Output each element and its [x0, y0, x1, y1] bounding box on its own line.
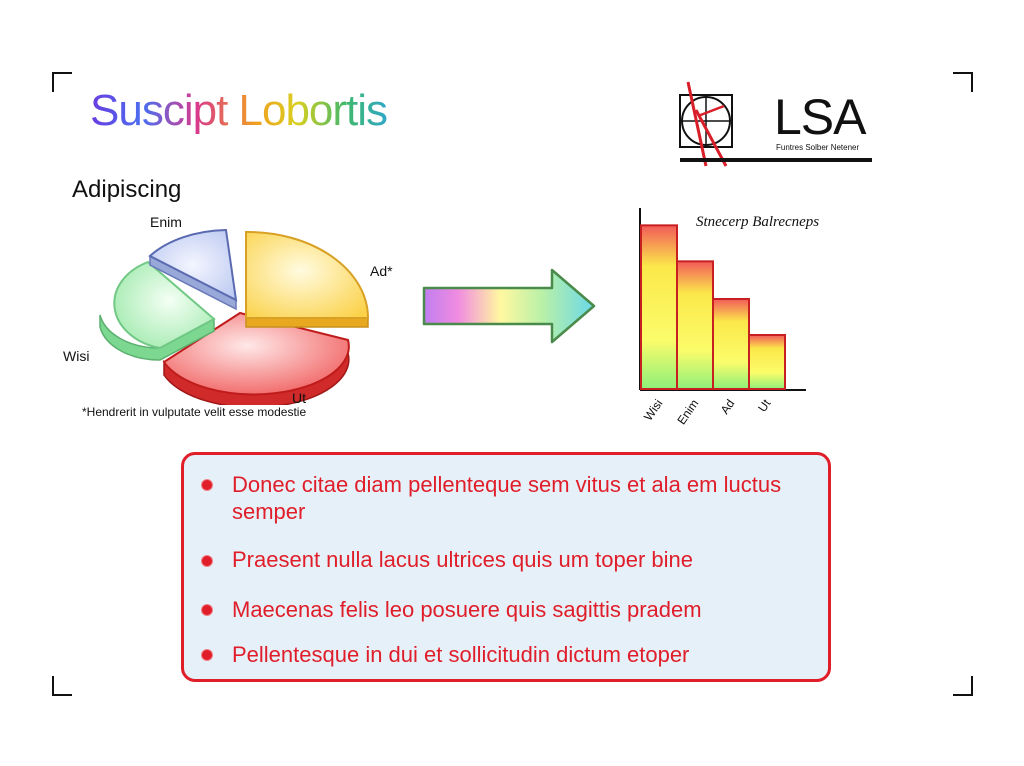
logo-rule: [680, 158, 872, 162]
bullet-text: Donec citae diam pellenteque sem vitus e…: [232, 472, 782, 524]
crop-mark-bottom-left: [52, 676, 72, 696]
crop-mark-bottom-right: [953, 676, 973, 696]
bullet-text: Pellentesque in dui et sollicitudin dict…: [232, 642, 690, 667]
logo-text: LSA: [774, 89, 867, 145]
bar-chart-title: Stnecerp Balrecneps: [696, 214, 820, 230]
pie-label-ad: Ad*: [370, 263, 393, 279]
bullet-dot-icon: [202, 650, 212, 660]
compass-emblem-icon: [679, 81, 733, 167]
logo-subtitle: Funtres Solber Netener: [776, 143, 860, 152]
pie-slice-wisi: [99, 260, 216, 361]
bullet-text: Maecenas felis leo posuere quis sagittis…: [232, 597, 702, 622]
pie-label-enim: Enim: [150, 214, 182, 230]
page-title: Suscipt Lobortis: [90, 86, 388, 135]
bar-wisi: [640, 224, 678, 391]
bullet-text: Praesent nulla lacus ultrices quis um to…: [232, 547, 694, 572]
bar-tick-label-ut: Ut: [755, 396, 774, 414]
bar-tick-label-wisi: Wisi: [641, 397, 665, 424]
bar-chart-svg: Wisi Enim Ad Ut: [639, 208, 806, 427]
pie-footnote: *Hendrerit in vulputate velit esse modes…: [82, 405, 307, 419]
gradient-arrow-right-icon: [422, 268, 596, 344]
pie-chart-svg: [99, 228, 370, 409]
bar-tick-label-enim: Enim: [674, 397, 701, 427]
bullet-list-box: Donec citae diam pellenteque sem vitus e…: [181, 452, 831, 682]
bullet-dot-icon: [202, 556, 212, 566]
pie-chart-title: Adipiscing: [72, 176, 182, 203]
bullet-dot-icon: [202, 605, 212, 615]
crop-mark-top-right: [953, 72, 973, 92]
logo: LSA Funtres Solber Netener: [676, 80, 876, 170]
bar-chart: Wisi Enim Ad Ut: [630, 200, 870, 440]
bullet-dot-icon: [202, 480, 212, 490]
bar-enim: [676, 260, 714, 390]
pie-chart: Enim Ad* Ut Wisi: [60, 205, 440, 409]
pie-slice-ad: [245, 230, 370, 328]
pie-label-ut: Ut: [292, 390, 306, 406]
bar-ut: [748, 334, 786, 390]
pie-slice-enim: [148, 228, 238, 311]
bar-ad: [712, 298, 750, 390]
crop-mark-top-left: [52, 72, 72, 92]
pie-label-wisi: Wisi: [63, 348, 90, 364]
bar-tick-label-ad: Ad: [718, 397, 738, 417]
